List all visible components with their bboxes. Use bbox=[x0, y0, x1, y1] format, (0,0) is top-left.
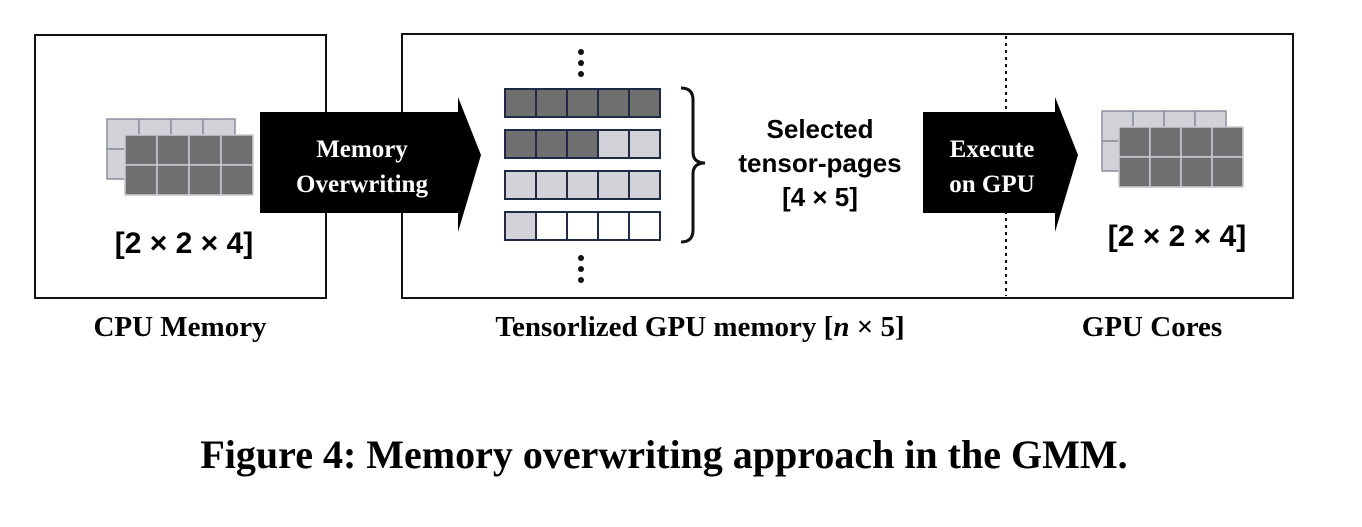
ellipsis-top-icon bbox=[578, 49, 584, 77]
tensor-page-cell bbox=[504, 170, 537, 200]
cpu-tensor-front-cell bbox=[220, 164, 254, 196]
ellipsis-bottom-icon bbox=[578, 255, 584, 283]
gpu-tensor-front-cell bbox=[1211, 156, 1244, 188]
cpu-tensor-front-cell bbox=[124, 134, 158, 166]
gpu-tensor-front-cell bbox=[1118, 156, 1151, 188]
gpu-memory-title-suffix: × 5] bbox=[849, 311, 904, 343]
gpu-tensor-front-cell bbox=[1118, 126, 1151, 158]
tensor-page-cell bbox=[628, 170, 661, 200]
gpu-memory-title-prefix: Tensorlized GPU memory [ bbox=[495, 311, 833, 343]
gpu-cores-title: GPU Cores bbox=[1082, 311, 1222, 343]
tensor-page-cell bbox=[628, 211, 661, 241]
tensor-page-cell bbox=[597, 129, 630, 159]
gpu-tensor-front-cell bbox=[1149, 126, 1182, 158]
tensor-page-cell bbox=[597, 211, 630, 241]
overwrite-label-line2: Overwriting bbox=[296, 171, 428, 198]
figure-caption: Figure 4: Memory overwriting approach in… bbox=[200, 432, 1127, 477]
cpu-tensor-stack bbox=[106, 118, 254, 196]
selected-label-line1: Selected bbox=[767, 114, 874, 144]
tensor-page-cell bbox=[597, 170, 630, 200]
tensor-page-cell bbox=[504, 129, 537, 159]
cpu-tensor-front-cell bbox=[156, 164, 190, 196]
gpu-cores-shape-label: [2 × 2 × 4] bbox=[1108, 220, 1246, 253]
cpu-tensor-front-cell bbox=[220, 134, 254, 166]
selected-label-line2: tensor-pages bbox=[738, 148, 901, 178]
selected-label-line3: [4 × 5] bbox=[782, 182, 858, 212]
tensor-page-cell bbox=[566, 211, 599, 241]
tensor-page-cell bbox=[535, 170, 568, 200]
gpu-memory-title: Tensorlized GPU memory [n × 5] bbox=[495, 311, 904, 343]
memory-overwriting-arrow[interactable] bbox=[260, 97, 481, 232]
tensor-page-cell bbox=[566, 88, 599, 118]
gpu-tensor-front-cell bbox=[1180, 156, 1213, 188]
execute-label-line1: Execute bbox=[950, 136, 1035, 163]
tensor-page-cell bbox=[566, 170, 599, 200]
tensor-page-cell bbox=[504, 88, 537, 118]
tensor-page-cell bbox=[535, 88, 568, 118]
tensor-page-cell bbox=[628, 88, 661, 118]
tensor-page-cell bbox=[628, 129, 661, 159]
gpu-memory-title-var: n bbox=[833, 311, 849, 343]
cpu-memory-title: CPU Memory bbox=[93, 311, 267, 343]
gpu-tensor-front-cell bbox=[1149, 156, 1182, 188]
tensor-page-cell bbox=[597, 88, 630, 118]
cpu-tensor-front-cell bbox=[156, 134, 190, 166]
cpu-tensor-front-cell bbox=[124, 164, 158, 196]
execute-on-gpu-arrow[interactable] bbox=[923, 97, 1078, 232]
gpu-tensor-front-cell bbox=[1211, 126, 1244, 158]
tensor-pages-grid bbox=[504, 88, 661, 241]
tensor-page-cell bbox=[566, 129, 599, 159]
cpu-tensor-front-cell bbox=[188, 164, 222, 196]
tensor-page-cell bbox=[535, 129, 568, 159]
gpu-tensor-front-cell bbox=[1180, 126, 1213, 158]
overwrite-label-line1: Memory bbox=[316, 136, 408, 163]
selection-bracket bbox=[680, 86, 706, 244]
execute-label-line2: on GPU bbox=[949, 171, 1034, 198]
cpu-tensor-front-cell bbox=[188, 134, 222, 166]
tensor-page-cell bbox=[504, 211, 537, 241]
tensor-page-cell bbox=[535, 211, 568, 241]
cpu-shape-label: [2 × 2 × 4] bbox=[115, 227, 253, 260]
gpu-cores-tensor-stack bbox=[1101, 110, 1244, 188]
